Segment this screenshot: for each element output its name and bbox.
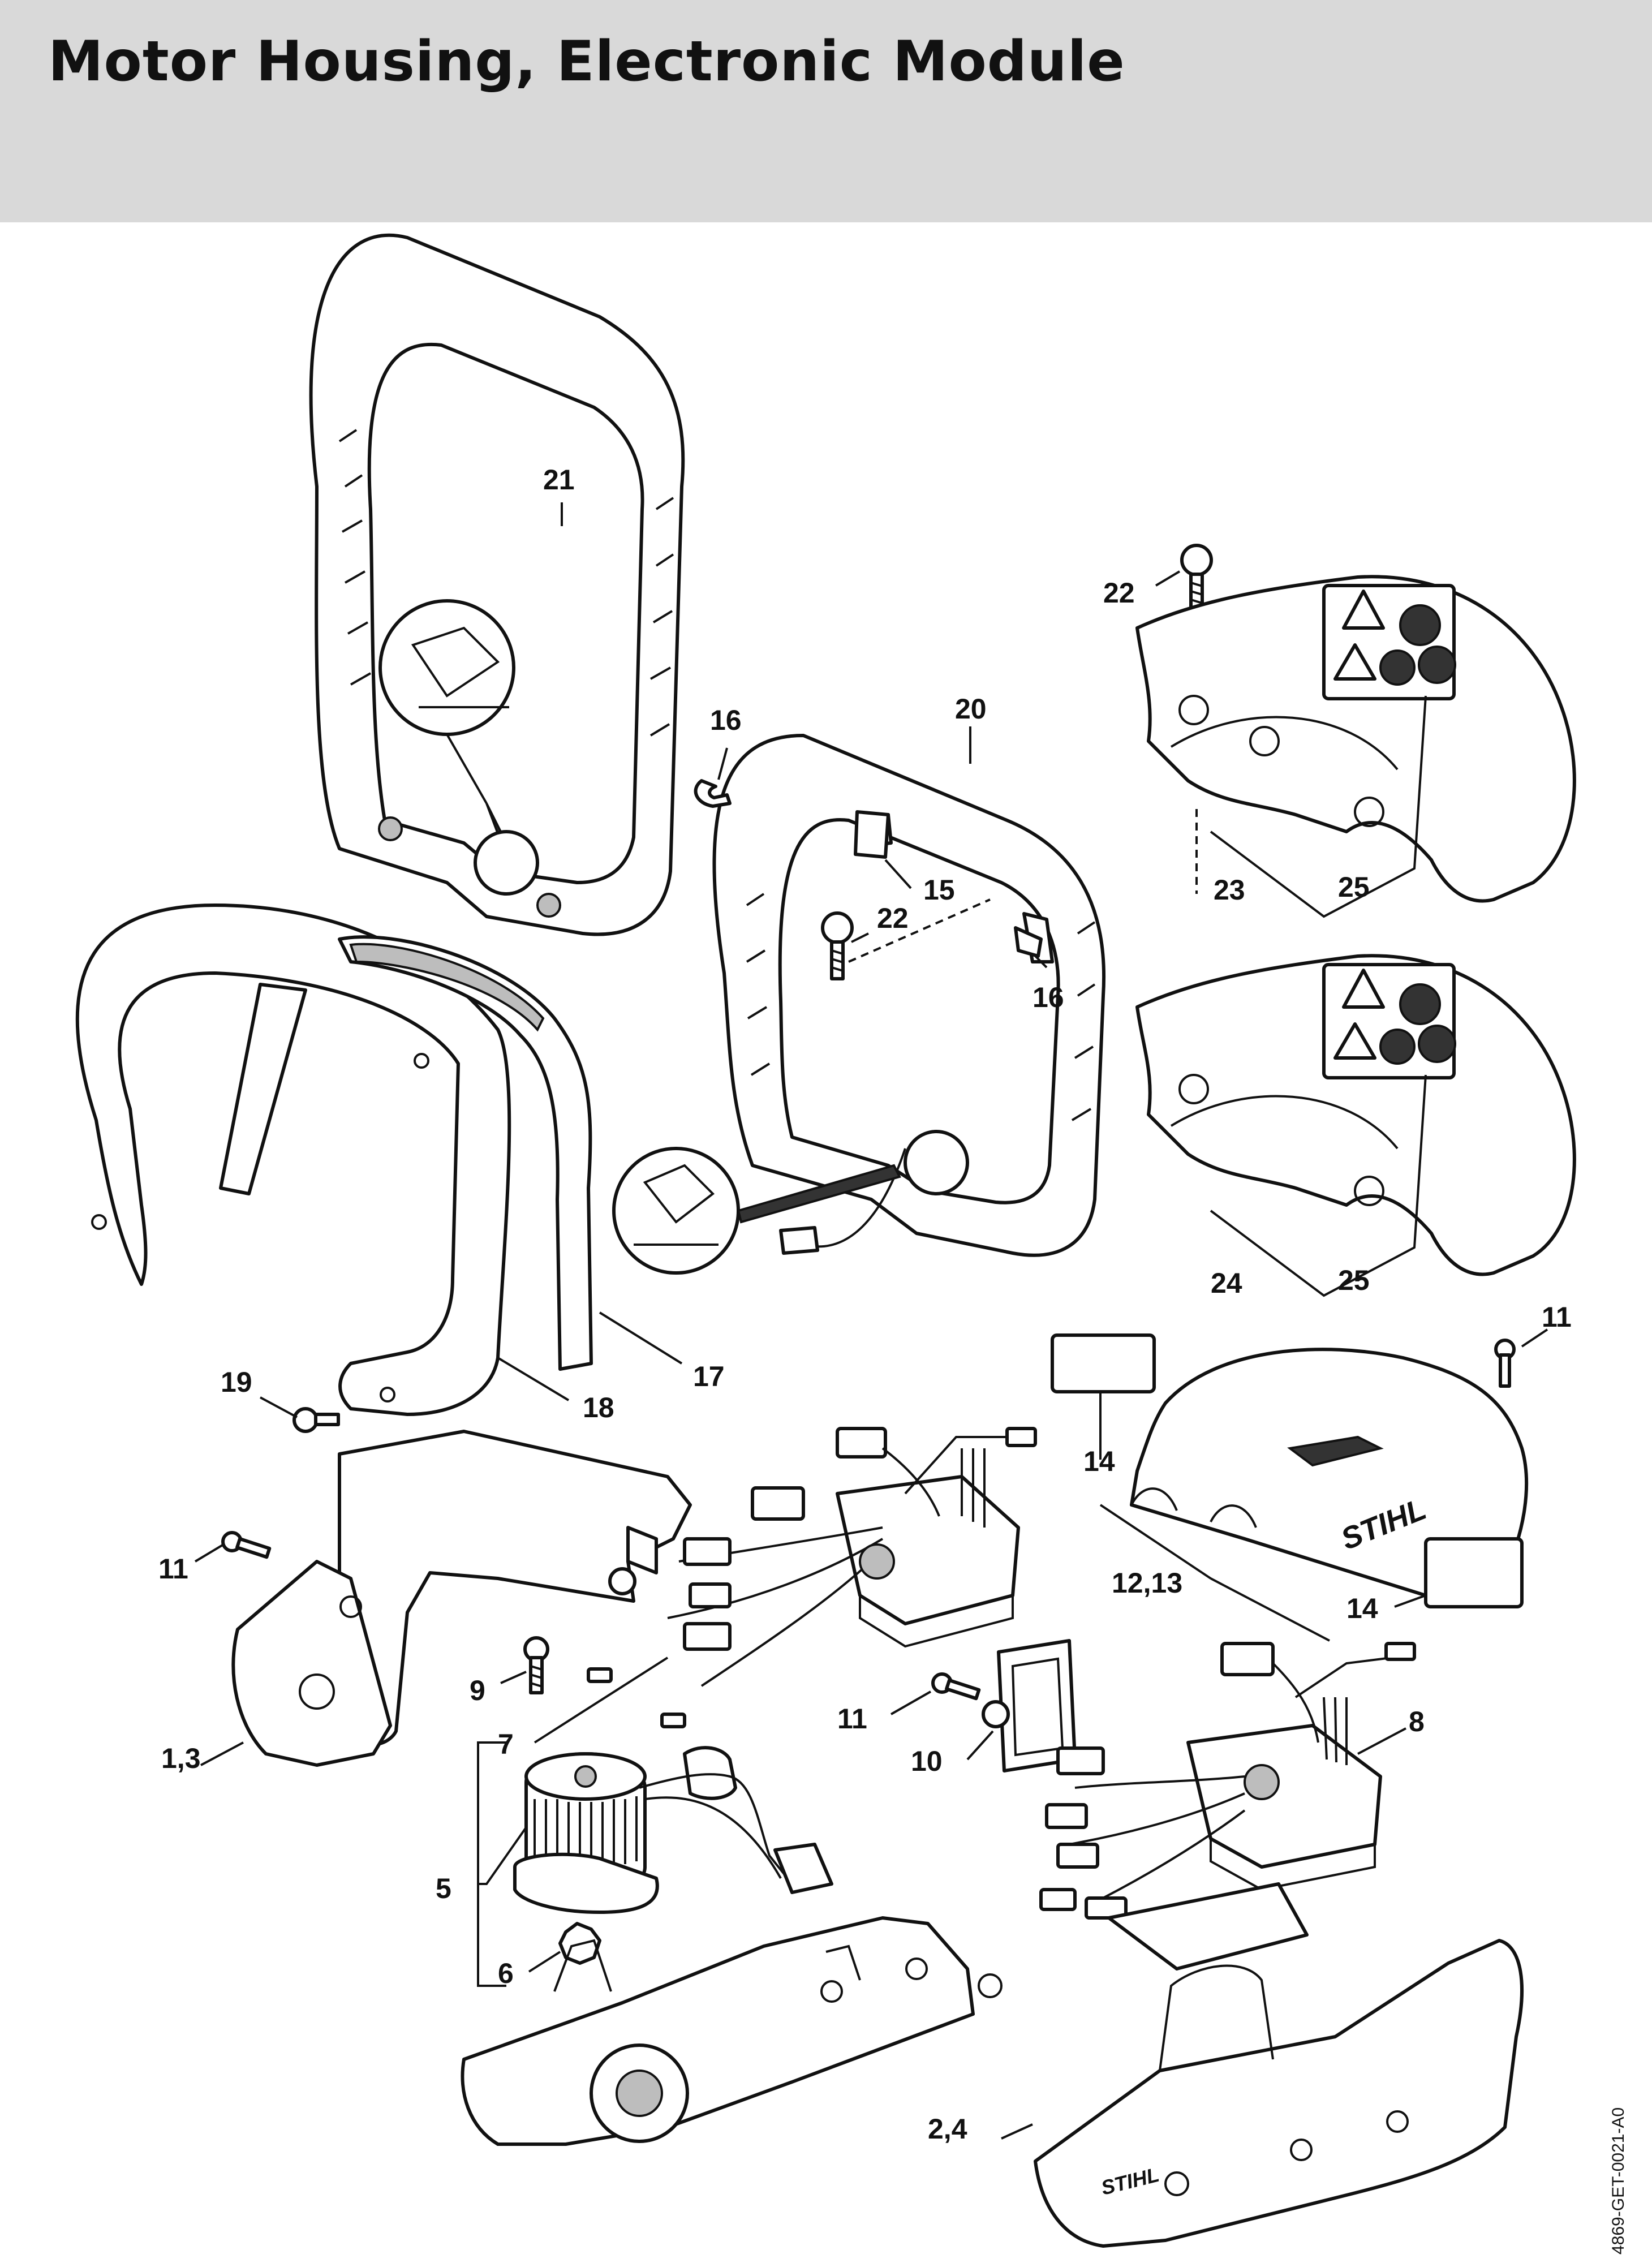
callout-20: 20: [955, 693, 987, 725]
callout-19: 19: [221, 1366, 252, 1398]
cover-lower-part-24: [1135, 954, 1576, 1276]
screw-part-19: [292, 1407, 340, 1433]
callout-22a: 22: [1103, 577, 1135, 609]
callout-2-4: 2,4: [928, 2113, 967, 2145]
callout-11c: 11: [1542, 1301, 1572, 1333]
callout-10: 10: [911, 1745, 943, 1777]
callout-22b: 22: [877, 902, 909, 934]
pad-part-14b: [1424, 1537, 1524, 1608]
screw-part-22a: [1180, 544, 1213, 610]
clip-part-16b: [1014, 926, 1043, 958]
housing-left-part-1-3: [231, 1430, 692, 1767]
top-cover-part-12-13: STIHL: [1130, 1348, 1528, 1597]
callout-11b: 11: [837, 1703, 867, 1735]
electronic-module-part-7: [587, 1427, 1037, 1728]
callout-5: 5: [436, 1873, 451, 1904]
pad-part-14a: [1051, 1333, 1156, 1393]
callout-8: 8: [1409, 1706, 1425, 1737]
warning-triangle-icon: [1342, 590, 1385, 630]
callout-14a: 14: [1083, 1445, 1115, 1477]
read-manual-icon: [1333, 643, 1376, 681]
motor-part-5: [513, 1746, 833, 1914]
screw-part-11a: [221, 1531, 272, 1559]
screw-part-9: [523, 1636, 549, 1694]
housing-right-part-2-4: STIHL: [1034, 1882, 1524, 2248]
electronic-module-part-8: [1039, 1642, 1416, 1920]
assembly-line-dashed: [848, 809, 1198, 963]
screw-part-11b: [931, 1672, 981, 1701]
callout-1-3: 1,3: [161, 1743, 201, 1774]
callout-24: 24: [1211, 1267, 1242, 1299]
gearbox-base-plate: [461, 1916, 1003, 2146]
cover-upper-part-23: [1135, 575, 1576, 903]
screw-part-22b: [821, 911, 854, 980]
callout-25b: 25: [1338, 1264, 1370, 1296]
callout-11a: 11: [158, 1553, 188, 1585]
rain-prohibited-icon: [1418, 646, 1456, 684]
handle-frame-front-part-20: [612, 734, 1105, 1275]
handle-frame-rear-part-21: [309, 233, 685, 936]
grip-strip-part-17: [338, 935, 593, 1371]
callout-14b: 14: [1346, 1593, 1378, 1624]
screw-part-11c: [1494, 1339, 1516, 1388]
callout-23: 23: [1214, 874, 1245, 906]
eye-protection-icon: [1399, 604, 1441, 646]
header-band: Motor Housing, Electronic Module: [0, 0, 1652, 222]
callout-7: 7: [498, 1728, 514, 1760]
ear-protection-icon: [1379, 649, 1416, 686]
callout-12-13: 12,13: [1112, 1567, 1182, 1599]
callout-9: 9: [470, 1675, 485, 1706]
callout-21: 21: [543, 464, 575, 496]
callout-15: 15: [923, 874, 955, 906]
callout-16a: 16: [710, 704, 742, 736]
bow-handle-part-18: [75, 904, 511, 1416]
clip-part-16a: [694, 779, 732, 808]
callout-25a: 25: [1338, 871, 1370, 903]
callout-17: 17: [693, 1361, 725, 1392]
callout-18: 18: [583, 1392, 614, 1423]
callout-6: 6: [498, 1957, 514, 1989]
page-title: Motor Housing, Electronic Module: [48, 29, 1125, 94]
callout-16b: 16: [1032, 982, 1064, 1013]
drawing-code: 4869-GET-0021-A0: [1609, 2107, 1628, 2255]
switch-part-15: [854, 810, 890, 859]
